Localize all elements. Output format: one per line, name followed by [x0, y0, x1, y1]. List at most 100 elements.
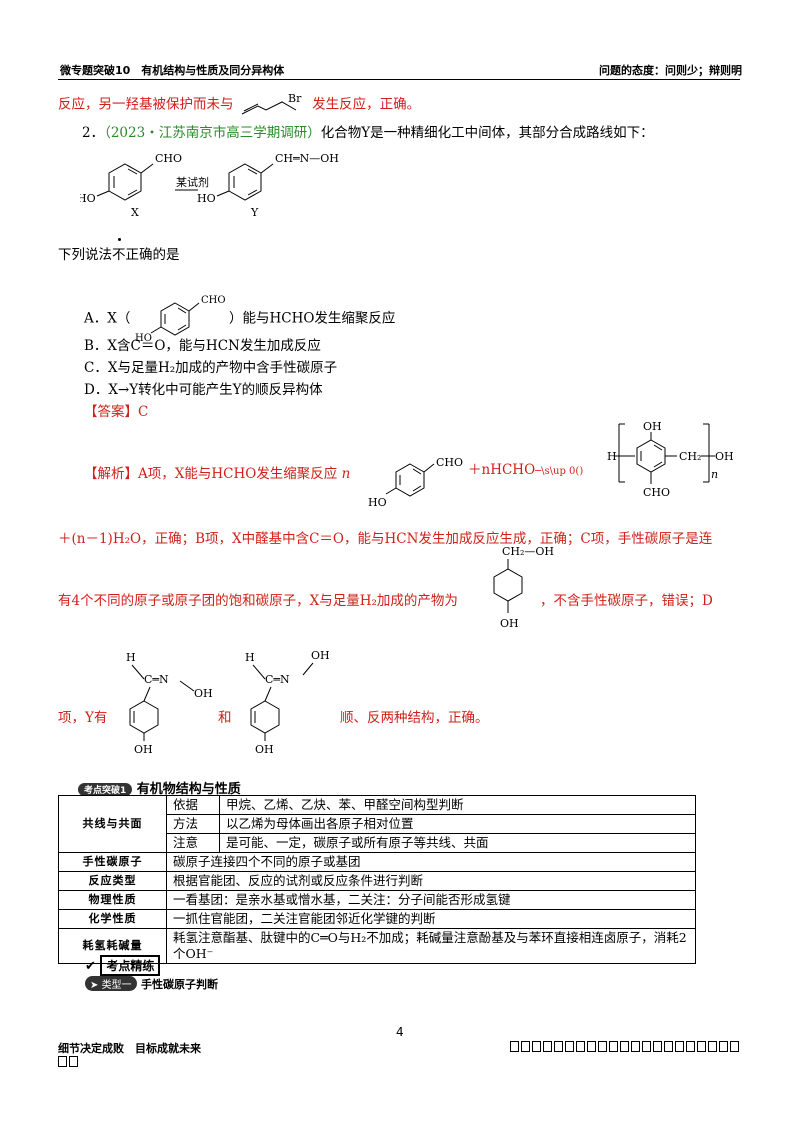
reagent-text: 某试剂 — [176, 175, 209, 189]
svg-text:OH: OH — [643, 420, 662, 433]
header-right: 问题的态度：问则少；辩则明 — [599, 64, 742, 77]
question-source: （2023・江苏南京市高三学期调研） — [104, 125, 321, 141]
table-subcategory: 方法 — [166, 814, 220, 834]
table-row: 化学性质 一抓住官能团，二关注官能团邻近化学键的判断 — [58, 909, 696, 929]
table-category: 化学性质 — [58, 909, 167, 929]
question-text: 化合物Y是一种精细化工中间体，其部分合成路线如下： — [320, 125, 654, 141]
play-icon: ➤ 类型一 — [85, 976, 137, 991]
svg-text:CHO: CHO — [643, 486, 670, 499]
check-icon: ✔ — [85, 959, 96, 974]
x-ho: HO — [80, 192, 96, 205]
svg-text:CHO: CHO — [436, 456, 463, 469]
y-ho: HO — [197, 192, 216, 205]
table-cell: 以乙烯为母体画出各原子相对位置 — [219, 814, 696, 834]
svg-text:HO: HO — [135, 333, 152, 344]
analysis-line4-pre: 项，Y有 — [58, 710, 108, 726]
table-cell: 甲烷、乙烯、乙炔、苯、甲醛空间构型判断 — [219, 795, 696, 815]
option-a[interactable]: A．X（ CHO HO ）能与HCHO发生缩聚反应 — [84, 294, 395, 344]
option-d[interactable]: D．X→Y转化中可能产生Y的顺反异构体 — [84, 382, 323, 398]
footer-boxes-right — [510, 1041, 739, 1052]
polymer-structure: H OH CH₂ OH n CHO — [607, 420, 734, 499]
table-category: 反应类型 — [58, 871, 167, 891]
isomer-trans-structure: H C═N OH OH — [126, 651, 213, 755]
table-row: 耗氢耗碱量 耗氢注意酯基、肽键中的C═O与H₂不加成；耗碱量注意酚基及与苯环直接… — [58, 928, 696, 964]
analysis-x-structure: CHO HO — [368, 456, 463, 509]
footer-boxes-left — [58, 1056, 78, 1067]
table-category: 共线与共面 — [58, 795, 167, 853]
x-cho: CHO — [155, 152, 182, 165]
emphasis-dot — [118, 238, 121, 241]
answer-line: 【答案】C — [84, 400, 148, 420]
table-subcategory: 注意 — [166, 833, 220, 853]
option-a-pre: A．X（ — [84, 310, 131, 327]
option-a-structure: CHO HO — [135, 295, 226, 344]
option-b[interactable]: B．X含C＝O，能与HCN发生加成反应 — [84, 338, 321, 354]
page-number: 4 — [396, 1025, 404, 1039]
table-category: 物理性质 — [58, 890, 167, 910]
svg-text:CH₂—OH: CH₂—OH — [502, 545, 554, 558]
table-cell: 是可能、一定，碳原子或所有原子等共线、共面 — [219, 833, 696, 853]
analysis-line1-mid: ＋nHCHO─\s\up 0() — [468, 458, 583, 478]
practice-heading: ✔ 考点精练 — [85, 955, 161, 976]
svg-text:C═N: C═N — [144, 673, 169, 686]
analysis-line4-post: 顺、反两种结构，正确。 — [340, 710, 489, 726]
isomer-cis-structure: H C═N OH OH — [245, 649, 330, 755]
allyl-bromide-structure: Br — [241, 92, 302, 115]
table-row: 物理性质 一看基团：是亲水基或憎水基，二关注：分子间能否形成氢键 — [58, 890, 696, 910]
question-number: 2． — [82, 125, 105, 141]
stem-emphasis: 不 — [112, 247, 126, 263]
option-a-post: ）能与HCHO发生缩聚反应 — [228, 310, 396, 327]
cyclohexane-structure: CH₂—OH OH — [493, 545, 554, 630]
footer-left: 细节决定成败 目标成就未来 — [58, 1042, 201, 1055]
type-heading: ➤ 类型一 手性碳原子判断 — [85, 976, 218, 992]
table-row: 共线与共面 依据 甲烷、乙烯、乙炔、苯、甲醛空间构型判断 — [58, 795, 696, 853]
analysis-eq: ─\s\up 0() — [535, 466, 584, 477]
svg-text:CHO: CHO — [201, 295, 225, 306]
section-heading: 考点突破1 有机物结构与性质 — [78, 778, 241, 797]
question-stem: 下列说法不正确的是 — [58, 243, 180, 263]
table-row: 手性碳原子 碳原子连接四个不同的原子或基团 — [58, 852, 696, 872]
analysis-line4-mid: 和 — [218, 710, 232, 726]
table-row: 方法 以乙烯为母体画出各原子相对位置 — [59, 814, 696, 834]
analysis-line3-pre: 有4个不同的原子或原子团的饱和碳原子，X与足量H₂加成的产物为 — [58, 593, 458, 609]
answer-label: 【答案】 — [84, 404, 138, 420]
svg-text:OH: OH — [194, 687, 213, 700]
intro-post: 发生反应，正确。 — [312, 96, 421, 113]
table-category: 手性碳原子 — [58, 852, 167, 872]
section-badge: 考点突破1 — [78, 783, 133, 796]
stem-post: 正确的是 — [125, 247, 180, 263]
structure-y: CH═N—OH HO Y — [197, 152, 339, 219]
svg-text:CH₂: CH₂ — [679, 450, 701, 463]
stem-pre: 下列说法 — [58, 247, 112, 263]
option-c[interactable]: C．X与足量H₂加成的产物中含手性碳原子 — [84, 360, 338, 376]
table-row: 反应类型 根据官能团、反应的试剂或反应条件进行判断 — [58, 871, 696, 891]
svg-text:OH: OH — [500, 617, 519, 630]
y-oxime: CH═N—OH — [275, 152, 339, 165]
table-cell: 碳原子连接四个不同的原子或基团 — [166, 852, 696, 872]
analysis-n: n — [341, 466, 351, 482]
section-title: 有机物结构与性质 — [136, 782, 241, 797]
x-label: X — [131, 206, 139, 219]
svg-text:C═N: C═N — [265, 673, 290, 686]
table-cell: 一看基团：是亲水基或憎水基，二关注：分子间能否形成氢键 — [166, 890, 696, 910]
svg-text:OH: OH — [134, 743, 153, 755]
analysis-hcho: ＋nHCHO — [468, 462, 536, 478]
svg-text:H: H — [126, 651, 136, 664]
summary-table: 共线与共面 依据 甲烷、乙烯、乙炔、苯、甲醛空间构型判断 方法 以乙烯为母体画出… — [58, 795, 696, 964]
analysis-label: 【解析】 — [84, 466, 138, 482]
y-label: Y — [250, 206, 259, 219]
svg-text:H: H — [245, 651, 255, 664]
type-title: 手性碳原子判断 — [141, 978, 219, 991]
svg-text:HO: HO — [368, 496, 387, 509]
practice-badge: 考点精练 — [100, 955, 161, 976]
table-cell: 耗氢注意酯基、肽键中的C═O与H₂不加成；耗碱量注意酚基及与苯环直接相连卤原子，… — [166, 928, 696, 964]
table-subcategory: 依据 — [166, 795, 220, 815]
question-line: 2．（2023・江苏南京市高三学期调研）化合物Y是一种精细化工中间体，其部分合成… — [82, 121, 654, 141]
reaction-scheme: CHO HO X 某试剂 CH═N—OH HO Y — [80, 152, 339, 219]
svg-text:OH: OH — [715, 450, 734, 463]
header-rule — [58, 79, 740, 80]
type-badge: 类型一 — [101, 980, 132, 991]
svg-text:OH: OH — [255, 743, 274, 755]
table-cell: 根据官能团、反应的试剂或反应条件进行判断 — [166, 871, 696, 891]
svg-text:n: n — [711, 468, 718, 481]
